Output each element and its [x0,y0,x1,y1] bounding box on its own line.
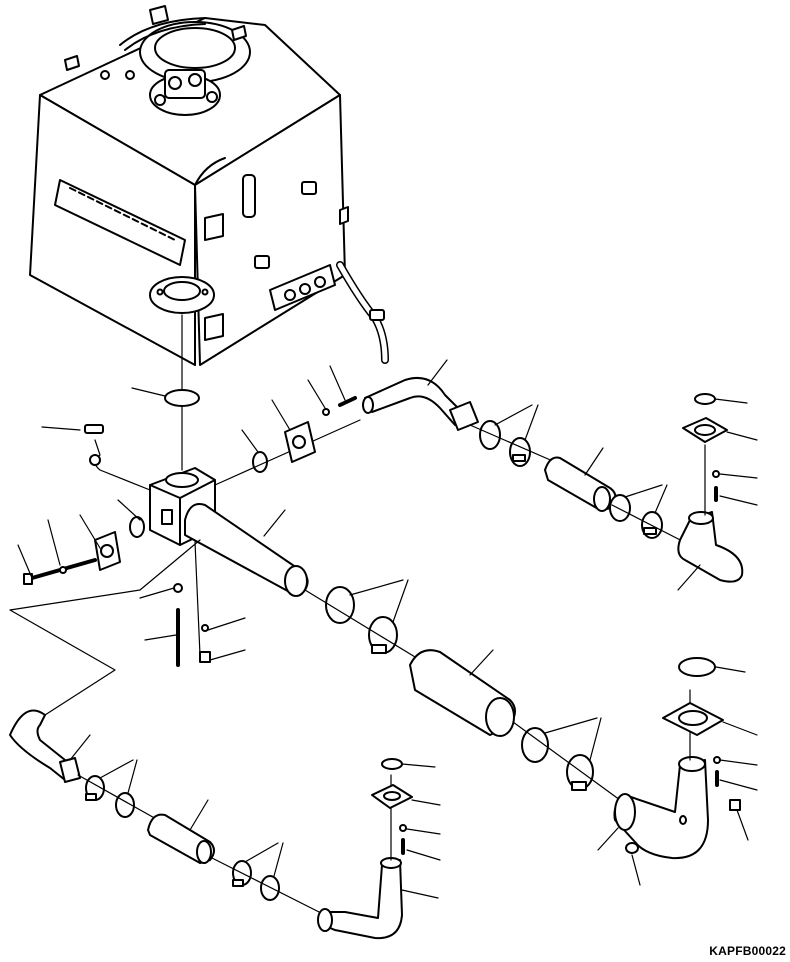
hose-straight [545,448,616,511]
clamp-pair [86,760,137,817]
flange-bolt [18,520,95,584]
clamp-pair [233,843,283,900]
mounting-bolt [140,584,245,665]
large-clamp-pair [326,580,408,653]
pump-flange [683,394,757,515]
plug [626,800,748,885]
tank-top-cover [65,6,250,115]
lower-hose [148,800,214,863]
elbow-tube [678,512,742,590]
pump-flange [372,759,440,860]
sight-window [55,180,185,265]
suction-flange [150,277,214,313]
lower-guide-line [10,540,200,715]
drawing-code: KAPFB00022 [709,944,786,958]
bent-tube-upper [363,360,478,430]
large-clamp-pair [522,718,601,790]
tank-gasket [165,390,199,406]
flange-upper [272,366,355,462]
clamp-pair [610,485,667,538]
main-hose [410,650,515,736]
lower-bent-tube [10,711,90,783]
large-elbow [598,690,708,858]
sensor-cable [42,425,150,490]
inlet-gasket [130,517,144,537]
lower-riser [318,775,438,938]
main-suction-hose [185,504,308,596]
pump-flange [663,658,757,790]
level-gauge [243,175,255,217]
split-flange [80,515,120,570]
clamp-pair [480,405,538,466]
